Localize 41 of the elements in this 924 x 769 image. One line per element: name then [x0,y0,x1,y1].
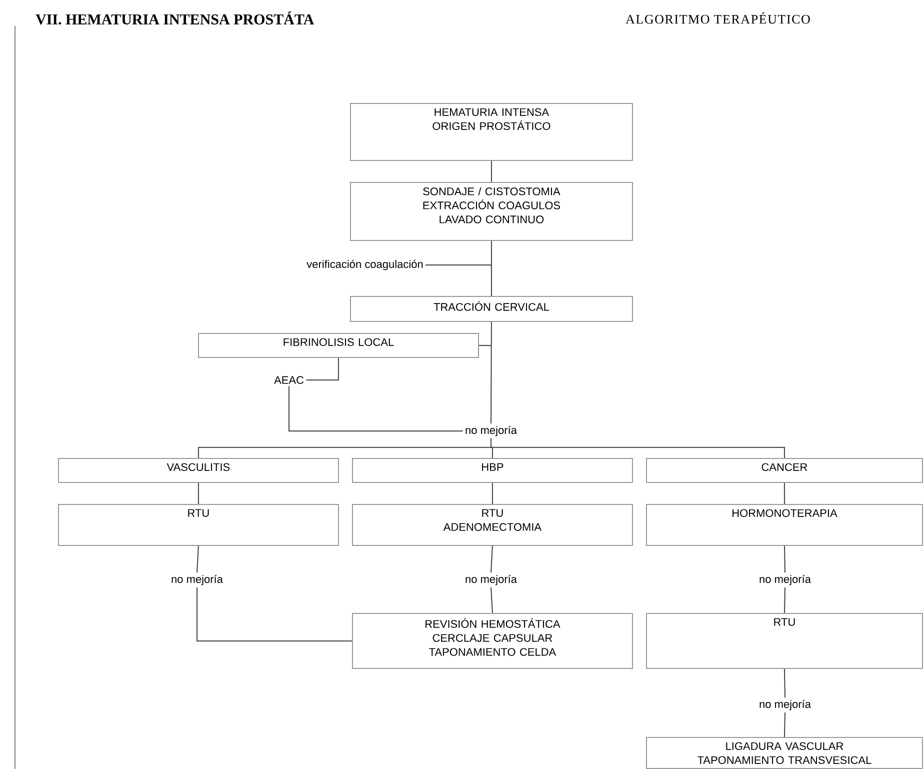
step-label: no mejoría [760,574,811,586]
process-box: VASCULITIS [58,458,339,483]
process-box: SONDAJE / CISTOSTOMIA EXTRACCIÓN COAGULOS LAVADO CONTINUO [350,182,633,241]
connector-line [196,545,199,574]
connector-line [784,668,786,698]
process-box: REVISIÓN HEMOSTÁTICA CERCLAJE CAPSULAR TAPONAMIENTO CELDA [352,613,633,669]
connector-line [490,438,785,458]
process-box: TRACCIÓN CERVICAL [350,296,633,322]
process-box: RTU [58,504,339,546]
connector-line [490,321,492,424]
connector-line [784,545,786,574]
connector-line [784,712,786,738]
connector-line [784,482,785,504]
process-box: CANCER [646,458,923,483]
connector-line [490,545,493,574]
connector-line [490,160,492,182]
step-label: no mejoría [466,574,517,586]
connector-line [288,386,464,432]
step-label: AEAC [274,376,304,384]
connector-line [492,482,493,504]
process-box: HBP [352,458,633,483]
step-label: no mejoría [760,700,811,710]
step-label: verificación coagulación [306,260,423,270]
connector-line [198,482,199,504]
process-box: HORMONOTERAPIA [646,504,923,546]
connector-line [425,264,492,266]
title: VII. HEMATURIA INTENSA PROSTÁTA [36,11,314,25]
process-box: RTU [646,613,923,669]
connector-line [490,586,493,614]
subtitle: ALGORITMO TERAPÉUTICO [626,12,810,24]
step-label: no mejoría [172,574,223,586]
process-box: LIGADURA VASCULAR TAPONAMIENTO TRANSVESICAL [646,737,923,769]
connector-line [784,586,786,614]
connector-line [196,586,352,642]
process-box: HEMATURIA INTENSA ORIGEN PROSTÁTICO [350,103,633,161]
process-box: RTU ADENOMECTOMIA [352,504,633,546]
connector-line [478,344,492,346]
process-box: FIBRINOLISIS LOCAL [198,333,479,358]
connector-line [490,240,492,296]
step-label: no mejoría [466,426,517,436]
connector-line [306,357,339,380]
